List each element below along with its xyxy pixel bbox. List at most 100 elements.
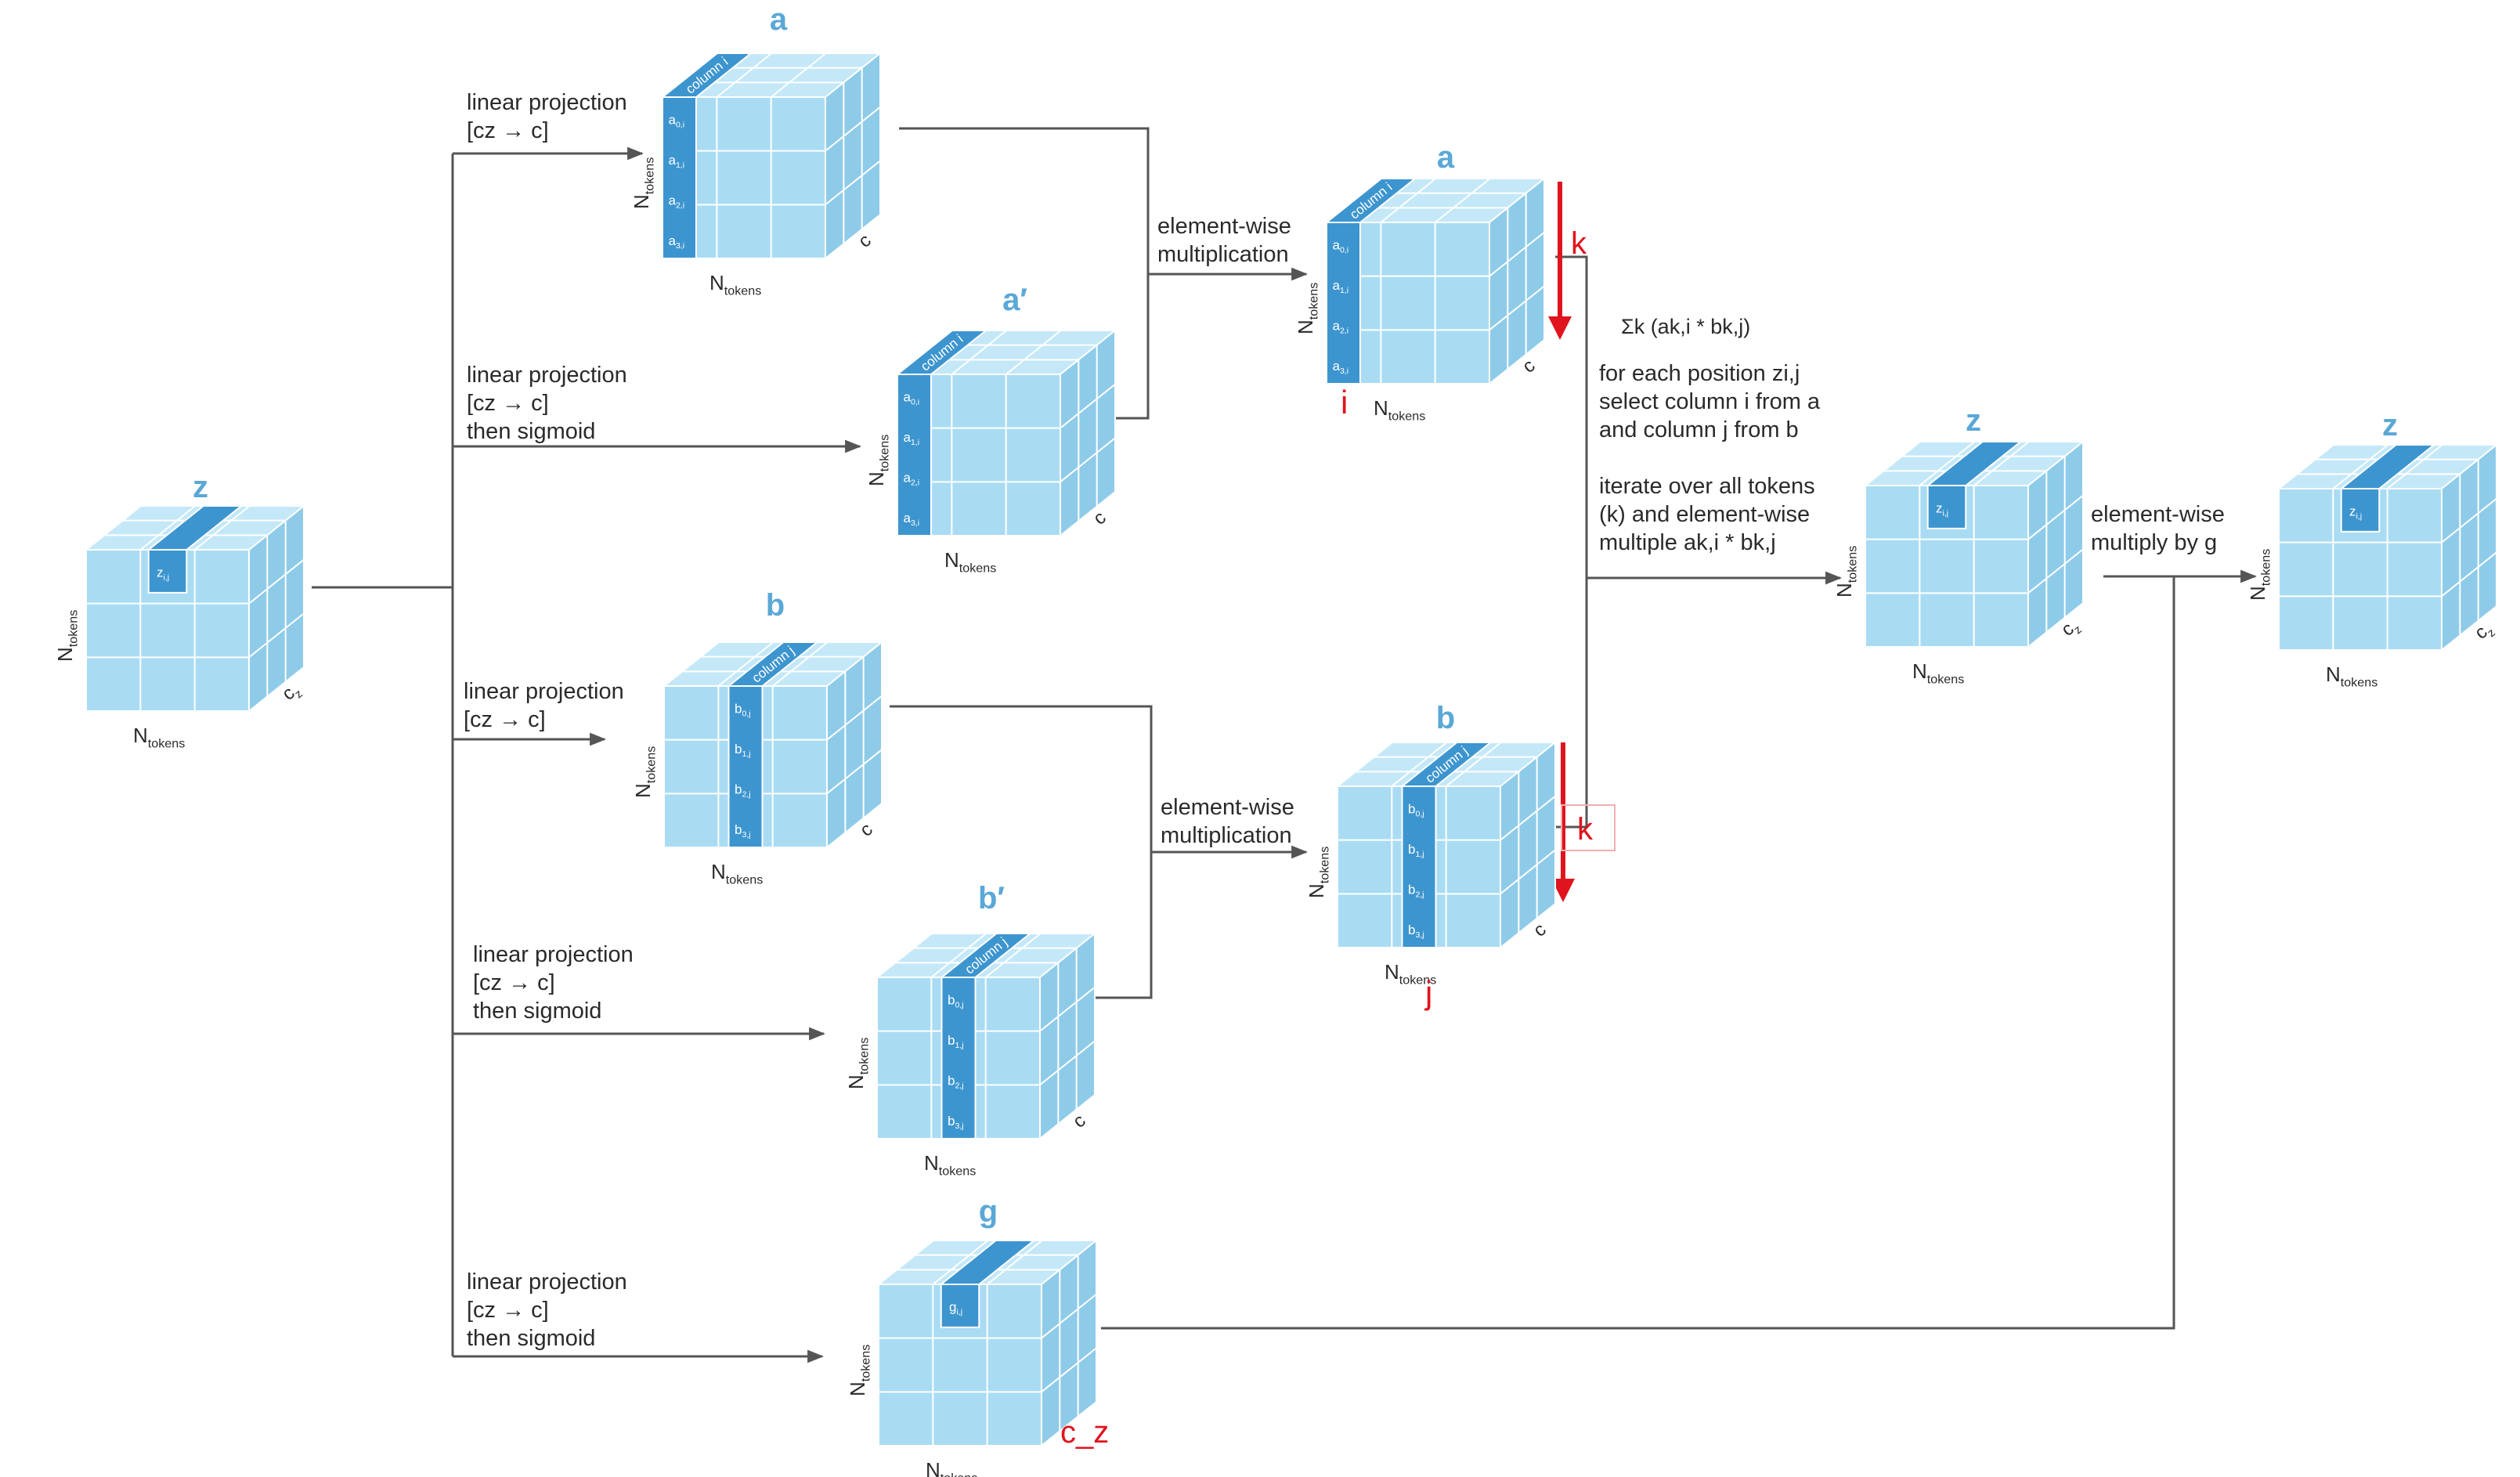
cube-titles: z a a′ a b b′ b g z z bbox=[193, 2, 2398, 1229]
cube-z-input-ntokens-vertical: Ntokens bbox=[53, 610, 81, 662]
cube-a-result-depth-label: c bbox=[1518, 355, 1540, 377]
desc2-line3: multiple ak,i * bk,j bbox=[1599, 530, 1776, 555]
desc1-line2: select column i from a bbox=[1599, 389, 1821, 414]
cube-g-ntokens-horizontal: Ntokens bbox=[926, 1458, 977, 1477]
cube-a-prime-ntokens-vertical: Ntokens bbox=[865, 435, 892, 486]
cube-b-depth-label: c bbox=[856, 818, 877, 840]
connectors bbox=[312, 127, 2258, 1363]
cube-g-ntokens-vertical: Ntokens bbox=[846, 1345, 873, 1396]
cube-b-ntokens-vertical: Ntokens bbox=[631, 746, 659, 798]
cube-b-result-cell-0: b0,j bbox=[1408, 801, 1424, 818]
cube-z-mid-ntokens-horizontal: Ntokens bbox=[1912, 659, 1964, 687]
cube-a-result-ntokens-vertical: Ntokens bbox=[1294, 283, 1321, 334]
title-z-output: z bbox=[2382, 408, 2398, 442]
red-labels: k k i j c_z bbox=[1060, 226, 1594, 1450]
cube-b-cell-0: b0,j bbox=[735, 701, 751, 718]
cube-a-ntokens-vertical: Ntokens bbox=[630, 157, 657, 209]
mult-a-line2: multiplication bbox=[1157, 242, 1289, 267]
cube-a-prime-column-top bbox=[895, 330, 988, 375]
desc2-line2: (k) and element-wise bbox=[1599, 502, 1810, 527]
title-a: a bbox=[770, 2, 788, 37]
cube-b-result-ntokens-vertical: Ntokens bbox=[1305, 847, 1332, 898]
cube-a-prime-depth-label: c bbox=[1089, 507, 1110, 529]
title-g: g bbox=[979, 1194, 998, 1229]
i-label: i bbox=[1341, 384, 1348, 421]
cube-a-column-top bbox=[660, 52, 753, 98]
cube-b-prime-cell-0: b0,j bbox=[948, 992, 964, 1009]
c-z-label: c_z bbox=[1060, 1415, 1109, 1450]
cube-a-ntokens-horizontal: Ntokens bbox=[709, 271, 761, 298]
desc1-line3: and column j from b bbox=[1599, 417, 1799, 442]
cube-b-result-depth-label: c bbox=[1529, 919, 1551, 941]
cube-b-result-cell-1: b1,j bbox=[1408, 842, 1424, 859]
cube-b-cell-3: b3,j bbox=[735, 822, 751, 840]
proj-a-line1: linear projection bbox=[467, 90, 627, 115]
cube-a-prime-cell-3: a3,i bbox=[903, 511, 919, 528]
desc2-line1: iterate over all tokens bbox=[1599, 474, 1815, 499]
gate-line1: element-wise bbox=[2091, 502, 2225, 527]
cube-a-result-ntokens-horizontal: Ntokens bbox=[1374, 396, 1425, 424]
proj-a-prime-line1: linear projection bbox=[467, 363, 627, 388]
title-b-result: b bbox=[1436, 701, 1455, 735]
cube-z-output-ntokens-vertical: Ntokens bbox=[2246, 549, 2273, 601]
cube-g-cell-label: gi,j bbox=[949, 1299, 962, 1316]
title-z-mid: z bbox=[1966, 403, 1981, 438]
cube-z-output-ntokens-horizontal: Ntokens bbox=[2326, 663, 2377, 690]
cube-z-mid-cell bbox=[1926, 485, 1967, 529]
proj-g-line3: then sigmoid bbox=[467, 1326, 595, 1351]
cube-z-output-cell-label: zi,j bbox=[2349, 504, 2362, 521]
cube-b-prime-column-top bbox=[939, 933, 1033, 978]
cube-b-prime-ntokens-vertical: Ntokens bbox=[844, 1038, 872, 1089]
annotations: linear projection [cz → c] linear projec… bbox=[464, 90, 2225, 1351]
cube-a-result-cell-0: a0,i bbox=[1332, 237, 1348, 255]
cube-a-result-cell-3: a3,i bbox=[1332, 359, 1348, 376]
sum-formula: Σk (ak,i * bk,j) bbox=[1621, 315, 1750, 338]
title-b-prime: b′ bbox=[978, 881, 1005, 915]
cube-b-prime-cell-1: b1,j bbox=[948, 1033, 964, 1050]
cube-a-cell-2: a2,i bbox=[668, 193, 684, 210]
cube-b-ntokens-horizontal: Ntokens bbox=[711, 860, 763, 887]
cube-a-prime-cell-1: a1,i bbox=[903, 430, 919, 447]
proj-a-prime-line3: then sigmoid bbox=[467, 419, 595, 444]
k-box bbox=[1561, 804, 1616, 851]
cube-g-cell bbox=[940, 1284, 980, 1328]
proj-b-prime-line2: [cz → c] bbox=[473, 970, 555, 995]
cube-a-prime-ntokens-horizontal: Ntokens bbox=[944, 548, 996, 576]
gate-line2: multiply by g bbox=[2091, 530, 2217, 555]
cube-a-result-column-top bbox=[1324, 178, 1417, 223]
cube-b-prime-depth-label: c bbox=[1069, 1110, 1090, 1132]
cube-b-result-cell-2: b2,j bbox=[1408, 882, 1424, 899]
cube-a-cell-1: a1,i bbox=[668, 153, 684, 170]
proj-g-line2: [cz → c] bbox=[467, 1298, 549, 1323]
cube-z-input-ntokens-horizontal: Ntokens bbox=[133, 724, 185, 751]
proj-a-line2: [cz → c] bbox=[467, 118, 549, 143]
cube-b-prime-cell-3: b3,j bbox=[948, 1114, 964, 1131]
cube-a-result-cell-1: a1,i bbox=[1332, 278, 1348, 295]
proj-b-prime-line3: then sigmoid bbox=[473, 999, 601, 1024]
mult-b-line2: multiplication bbox=[1161, 823, 1292, 848]
desc1-line1: for each position zi,j bbox=[1599, 361, 1800, 386]
cube-b-result-ntokens-horizontal: Ntokens bbox=[1385, 960, 1436, 988]
proj-b-line1: linear projection bbox=[464, 679, 624, 704]
cube-a-prime-cell-2: a2,i bbox=[903, 470, 919, 487]
cube-b-result-column-top bbox=[1399, 742, 1493, 787]
cube-b-prime-ntokens-horizontal: Ntokens bbox=[924, 1151, 976, 1179]
cube-a-cell-3: a3,i bbox=[668, 233, 684, 251]
proj-b-prime-line1: linear projection bbox=[473, 942, 634, 967]
cube-z-output-cell bbox=[2340, 488, 2381, 533]
mult-a-line1: element-wise bbox=[1157, 214, 1291, 239]
cube-b-result-cell-3: b3,j bbox=[1408, 923, 1424, 940]
cube-z-input-cell bbox=[147, 549, 188, 594]
k-label-a: k bbox=[1571, 226, 1587, 261]
cube-z-mid-ntokens-vertical: Ntokens bbox=[1832, 546, 1860, 598]
cube-a-cell-0: a0,i bbox=[668, 112, 684, 129]
